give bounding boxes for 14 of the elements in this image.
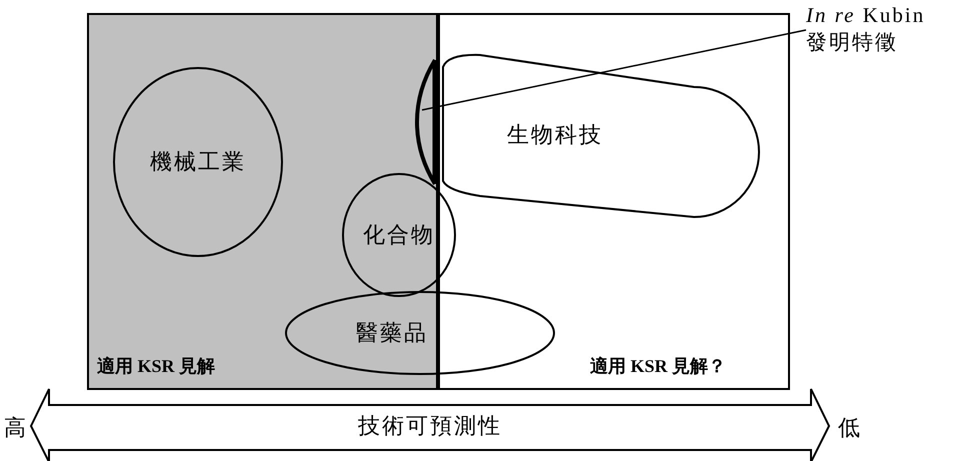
node-label: 機械工業: [150, 148, 246, 176]
end-label: 低: [838, 414, 860, 442]
annotation-text: 發明特徵: [806, 29, 898, 56]
node-label: 醫藥品: [356, 318, 428, 347]
annotation-text: In re Kubin: [806, 2, 926, 29]
node-label: 化合物: [363, 220, 435, 249]
node-label: 技術可預測性: [358, 412, 502, 440]
region-panel: [87, 13, 438, 390]
region-panel: [438, 13, 790, 390]
leader-line: [422, 29, 806, 111]
region-label: 適用 KSR 見解？: [590, 354, 726, 378]
end-label: 高: [4, 414, 26, 442]
node-label: 生物科技: [507, 121, 603, 150]
region-label: 適用 KSR 見解: [97, 354, 216, 378]
